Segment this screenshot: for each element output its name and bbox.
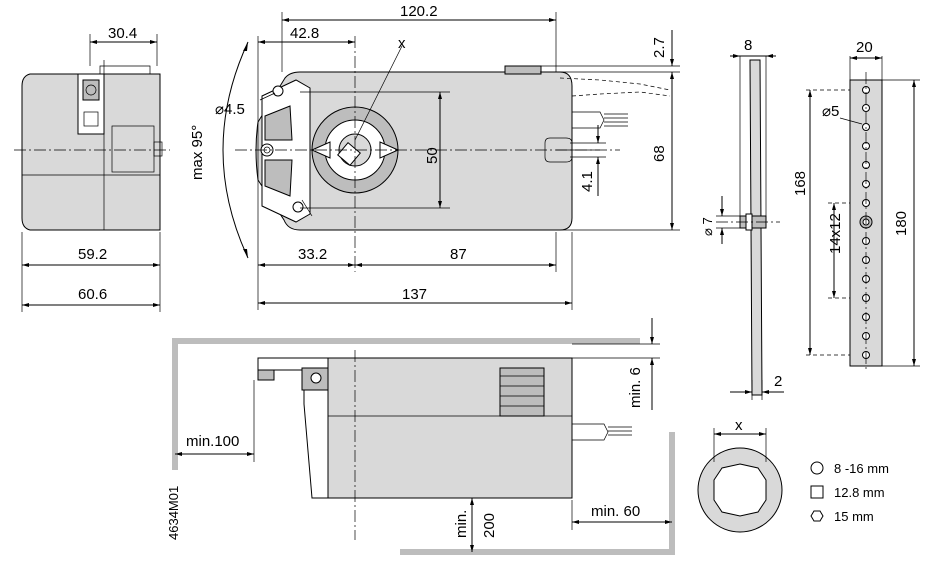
dim-front-offset: 42.8 bbox=[290, 25, 319, 42]
shaft-label: x bbox=[735, 417, 743, 434]
dim-bracket-plate: 2 bbox=[774, 373, 782, 390]
legend-label-square: 12.8 mm bbox=[834, 485, 885, 500]
dim-bracket-pin: ⌀ 7 bbox=[700, 217, 715, 236]
dim-front-hole: ⌀4.5 bbox=[215, 101, 245, 118]
dim-front-body-height: 68 bbox=[651, 145, 668, 162]
dim-front-right-span: 87 bbox=[450, 246, 467, 263]
dim-rail-pitch: 14x12 bbox=[827, 213, 844, 254]
dim-clear-top: min. 6 bbox=[627, 367, 644, 408]
dim-clear-bottom-a: min. bbox=[453, 510, 470, 538]
rail-view: 20 ⌀5 168 bbox=[792, 39, 920, 372]
dim-front-overall-width: 120.2 bbox=[400, 3, 438, 20]
dim-rail-hole: ⌀5 bbox=[822, 103, 839, 120]
clearance-view: min. 6 min.100 min. 200 min. 60 4634M01 bbox=[166, 318, 675, 555]
circle-icon bbox=[810, 461, 824, 475]
dim-side-depth-1: 59.2 bbox=[78, 246, 107, 263]
legend-label-hexagon: 15 mm bbox=[834, 509, 874, 524]
hexagon-icon bbox=[810, 510, 824, 522]
drawing-code: 4634M01 bbox=[166, 486, 181, 540]
legend: 8 -16 mm 12.8 mm 15 mm bbox=[810, 461, 889, 524]
dim-clear-bottom-b: 200 bbox=[481, 513, 498, 538]
bracket-view: 8 ⌀ 7 2 bbox=[700, 37, 784, 400]
legend-label-circle: 8 -16 mm bbox=[834, 461, 889, 476]
dim-rail-width: 20 bbox=[856, 39, 873, 56]
dim-front-rotation: max 95° bbox=[189, 125, 206, 180]
side-view: 30.4 59.2 60.6 bbox=[14, 25, 170, 312]
square-icon bbox=[810, 485, 824, 499]
dim-clear-right: min. 60 bbox=[591, 503, 640, 520]
dim-rail-span: 168 bbox=[792, 171, 809, 196]
dim-front-total-length: 137 bbox=[402, 286, 427, 303]
shaft-adapter: x bbox=[697, 417, 783, 533]
dim-front-left-span: 33.2 bbox=[298, 246, 327, 263]
dim-clear-left: min.100 bbox=[186, 433, 239, 450]
front-view: x 120.2 42.8 ⌀4.5 max 95° 50 2.7 68 bbox=[189, 3, 680, 310]
dim-side-depth-2: 60.6 bbox=[78, 286, 107, 303]
dim-front-slot: 4.1 bbox=[579, 171, 596, 192]
dim-front-height: 50 bbox=[424, 147, 441, 164]
dim-front-gap: 2.7 bbox=[651, 37, 668, 58]
dim-bracket-thickness: 8 bbox=[744, 37, 752, 54]
dim-rail-length: 180 bbox=[893, 211, 910, 236]
dim-side-top-width: 30.4 bbox=[108, 25, 137, 42]
shaft-axis-label: x bbox=[398, 35, 406, 52]
